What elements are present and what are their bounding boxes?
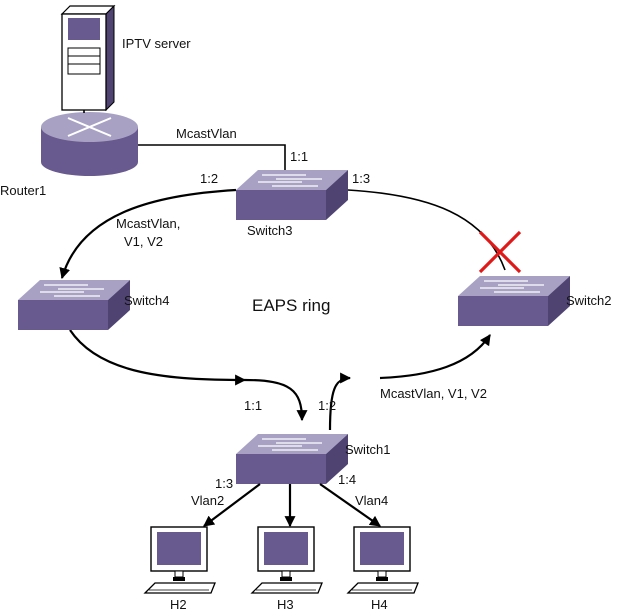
host-h2-label: H2 (170, 597, 187, 612)
iptv-server-icon (60, 4, 116, 112)
sw3-sw4-vlans-line2: V1, V2 (124, 234, 163, 249)
sw3-sw4-vlans-line1: McastVlan, (116, 216, 180, 231)
sw1-port-1-1-label: 1:1 (244, 398, 262, 413)
switch2-label: Switch2 (566, 293, 612, 308)
sw3-port-1-3-label: 1:3 (352, 171, 370, 186)
router-icon (41, 112, 138, 176)
switch4-icon (17, 279, 131, 331)
arrow-to-h2 (203, 483, 261, 527)
arrow-out-switch1 (328, 372, 352, 431)
arrow-to-h4 (319, 483, 381, 527)
arrow-into-switch1 (244, 378, 308, 422)
vlan2-label: Vlan2 (191, 493, 224, 508)
switch1-icon (235, 433, 349, 485)
host-h4-icon (347, 526, 419, 594)
switch2-icon (457, 275, 571, 327)
link-switch3-to-switch2 (347, 189, 506, 271)
sw1-port-1-4-label: 1:4 (338, 472, 356, 487)
router-label: Router1 (0, 183, 46, 198)
switch3-label: Switch3 (247, 223, 293, 238)
host-h3-label: H3 (277, 597, 294, 612)
iptv-server-label: IPTV server (122, 36, 191, 51)
switch3-icon (235, 169, 349, 221)
blocked-port-icon (478, 230, 522, 274)
sw3-port-1-1-label: 1:1 (290, 149, 308, 164)
host-h4-label: H4 (371, 597, 388, 612)
host-h2-icon (144, 526, 216, 594)
switch4-label: Switch4 (124, 293, 170, 308)
arrow-switch3-to-switch4 (59, 188, 237, 280)
sw3-port-1-2-label: 1:2 (200, 171, 218, 186)
sw1-port-1-2-label: 1:2 (318, 398, 336, 413)
switch1-label: Switch1 (345, 442, 391, 457)
arrow-to-switch2 (379, 334, 491, 380)
sw1-port-1-3-label: 1:3 (215, 476, 233, 491)
host-h3-icon (251, 526, 323, 594)
sw1-sw2-vlans-label: McastVlan, V1, V2 (380, 386, 487, 401)
router-switch3-link (138, 144, 286, 175)
eaps-ring-label: EAPS ring (252, 296, 330, 315)
mcastvlan-router-label: McastVlan (176, 126, 237, 141)
vlan4-label: Vlan4 (355, 493, 388, 508)
arrow-switch4-to-switch1 (69, 329, 247, 386)
